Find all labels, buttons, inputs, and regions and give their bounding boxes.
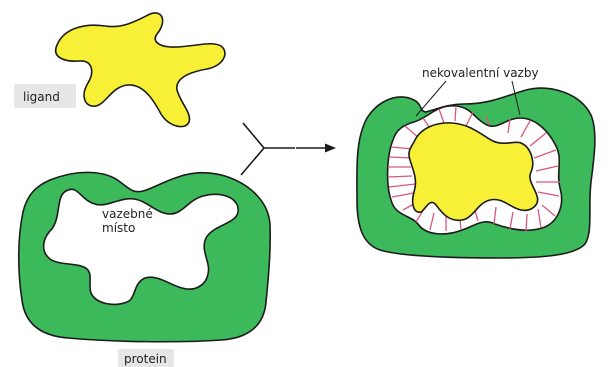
ligand-label: ligand: [23, 90, 60, 104]
binding-site-label-line1: vazebné: [102, 207, 153, 221]
protein-shape: [19, 172, 270, 341]
binding-site-label-line2: místo: [102, 221, 135, 235]
noncovalent-bonds-label: nekovalentní vazby: [422, 66, 539, 80]
ligand-shape: [56, 13, 225, 127]
arrow-head: [325, 144, 336, 153]
combine-symbol: [241, 123, 295, 175]
protein-label: protein: [124, 352, 167, 366]
complex-ligand-shape: [409, 123, 538, 220]
